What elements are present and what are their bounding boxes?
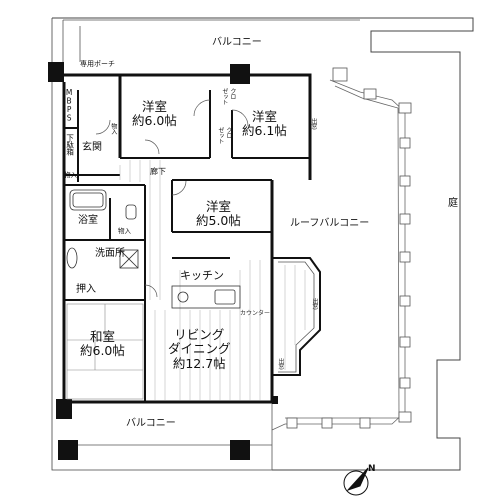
- bay-window-label-1: 出窓: [309, 118, 317, 129]
- western-room-1-size: 約6.0帖: [132, 113, 177, 129]
- closet-2-bottom: ゼット: [216, 127, 224, 144]
- western-room-2: 洋室 約6.1帖: [242, 109, 287, 139]
- closet-1-bottom: ゼット: [220, 88, 228, 105]
- bath-label: 浴室: [78, 215, 98, 226]
- storage-label-2: 物入: [118, 227, 131, 235]
- ldk-line-2: ダイニング: [168, 341, 231, 357]
- compass-label: N: [368, 464, 376, 474]
- mbps-label: MBPS: [64, 88, 74, 122]
- japanese-room-name: 和室: [89, 329, 115, 344]
- western-room-2-size: 約6.1帖: [242, 123, 287, 139]
- corridor-label: 廊下: [150, 167, 166, 176]
- storage-label-3: 物入: [109, 123, 117, 134]
- private-porch-label: 専用ポーチ: [80, 60, 115, 68]
- balcony-top-label: バルコニー: [212, 37, 262, 48]
- oshiire-label: 押入: [76, 284, 96, 295]
- western-room-2-name: 洋室: [251, 109, 277, 124]
- washroom-label: 洗面所: [95, 248, 125, 259]
- storage-label-1: 物入: [64, 171, 77, 179]
- roof-balcony-label: ルーフバルコニー: [290, 218, 370, 229]
- counter-label: カウンター: [240, 310, 271, 317]
- hall-label: 玄関: [82, 142, 102, 153]
- ldk-line-1: リビング: [174, 327, 225, 342]
- ldk-line-3: 約12.7帖: [172, 355, 226, 371]
- western-room-3-size: 約5.0帖: [196, 213, 241, 229]
- japanese-room-size: 約6.0帖: [80, 343, 125, 359]
- western-room-1-name: 洋室: [141, 99, 167, 114]
- closet-1-top: クロ: [228, 88, 236, 99]
- bay-window-label-2: 出窓: [310, 298, 318, 309]
- closet-2-top: クロ: [224, 127, 232, 138]
- western-room-3: 洋室 約5.0帖: [196, 199, 241, 229]
- kitchen-label: キッチン: [180, 269, 224, 282]
- ldk-room: リビング ダイニング 約12.7帖: [168, 327, 231, 371]
- japanese-room: 和室 約6.0帖: [80, 329, 125, 359]
- western-room-1: 洋室 約6.0帖: [132, 99, 177, 129]
- lot-outline: [52, 17, 474, 471]
- north-arrow-icon: [343, 467, 369, 496]
- shoe-box-label: 下駄箱: [65, 134, 75, 155]
- bay-window-label-3: 出窓: [276, 358, 284, 369]
- roof-balcony-rail: [271, 79, 406, 431]
- western-room-3-name: 洋室: [205, 199, 231, 214]
- lot-outline-left: [51, 18, 272, 471]
- balcony-bottom-label: バルコニー: [126, 418, 176, 429]
- garden-label: 庭: [448, 198, 458, 209]
